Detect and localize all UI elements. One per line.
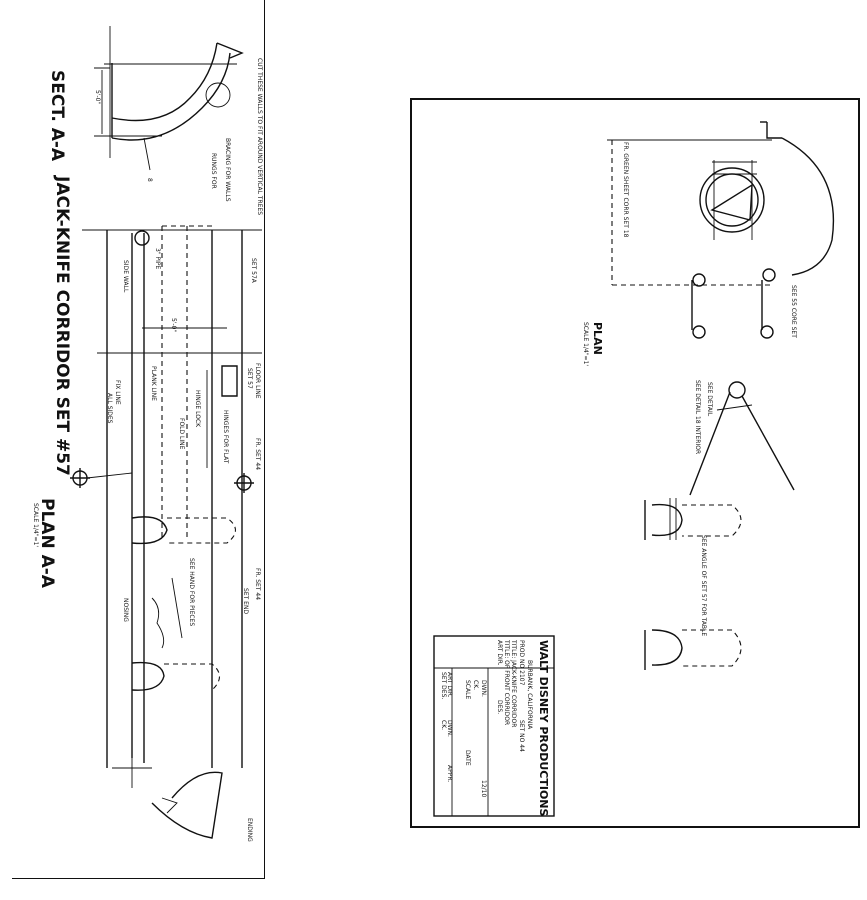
corridor-plan [70,225,262,839]
note-brace-line: PLANK LINE [150,366,157,401]
scale-label: SCALE 1/4"=1' [32,503,39,547]
note-fold-line: FOLD LINE [178,418,185,450]
left-cell-2: SET DES. [440,672,447,699]
prod-number: PROD NO 2107 [518,640,525,686]
left-drawing-sheet: SECT. A-A JACK-KNIFE CORRIDOR SET #57 PL… [12,0,265,879]
wall-fan-detail [689,381,795,496]
title-line-4: DES. [496,700,503,714]
left-sheet-drawing: SECT. A-A JACK-KNIFE CORRIDOR SET #57 PL… [32,26,263,842]
title-line-5: DWN. [480,680,487,697]
note-see-piece: SEE HAND FOR PIECES [188,558,195,626]
note-set-44: FR. SET 44 [254,438,261,470]
right-sheet-drawing: PLAN SCALE 1/4"=1' FR. GREEN SHEET CORR … [433,121,835,817]
note-hinge-lock: HINGE LOCK [194,390,201,428]
title-line-6: CK. [472,680,479,690]
right-scale-label: SCALE 1/4"=1' [582,322,589,366]
title-line-8: DATE [464,750,471,766]
title-block [433,635,555,817]
left-cell-3: DWN. [446,720,453,737]
note-side-wall: SIDE WALL [122,260,129,293]
title-line-7: SCALE [464,680,471,699]
company-location: BURBANK, CALIFORNIA [526,660,533,730]
note-dim-height: 5'-0" [94,90,101,104]
title-date: 12/10 [480,780,487,797]
note-dim-8: 8 [146,178,153,182]
left-cell-5: APPR. [446,765,453,782]
note-floor-line: FLOOR LINE [254,363,261,399]
title-line-3: ART DIR. [496,640,503,666]
note-fix-line: FIX LINE [114,380,121,405]
note-cut-walls: CUT THESE WALLS TO FIT AROUND VERTICAL T… [256,58,263,215]
title-line-2: TITLE: OF FRONT CORRIDOR [503,639,510,725]
note-see-core: SEE 55 CORE SET [790,285,797,338]
note-rung: RUNGS FOR [210,153,217,189]
note-set-number: SET 57 [246,368,253,389]
roller-detail-top [644,498,742,540]
cross-target-left [70,468,133,488]
roller-detail-bottom [644,629,742,670]
spiral-core-detail [607,121,835,339]
plan-label: PLAN A-A [37,498,57,589]
note-set-end: SET END [242,588,249,614]
title-line-1: TITLE: JACK-KNIFE CORRIDOR [510,639,517,727]
note-spread: 5'-0" [170,318,177,332]
cross-target-right [234,473,254,493]
note-ending: ENDING [246,818,253,842]
set-number: SET NO 44 [518,720,525,752]
note-ref: SEE ANGLE OF SET 57 FOR TABLE [700,535,707,636]
right-drawing-sheet: PLAN SCALE 1/4"=1' FR. GREEN SHEET CORR … [410,98,860,828]
left-cell-1: ART DIR. [446,672,453,698]
section-label: SECT. A-A [47,70,67,162]
note-set-wall: SET 57A [250,258,257,284]
note-frame: FR. GREEN SHEET CORR SET 18 [622,142,629,238]
note-nosing: NOSING [122,598,129,622]
note-reinforce: BRACING FOR WALLS [224,138,231,202]
note-hinge-pin: HINGES FOR FLAT [222,410,229,464]
note-all-sides: ALL SIDES [106,393,113,424]
company-name: WALT DISNEY PRODUCTIONS [537,640,550,817]
note-detail-ref: SEE DETAIL 18 INTERIOR [694,380,701,454]
note-see-detail: SEE DETAIL [706,382,713,417]
note-set-44b: FR. SET 44 [254,568,261,600]
sheet-title: JACK-KNIFE CORRIDOR SET #57 [52,175,72,476]
section-aa-detail [94,26,244,171]
note-pipe: 3" PIPE [154,248,161,269]
left-cell-4: CK. [440,720,447,730]
pipe-circle [205,82,231,108]
right-plan-label: PLAN [591,322,604,355]
